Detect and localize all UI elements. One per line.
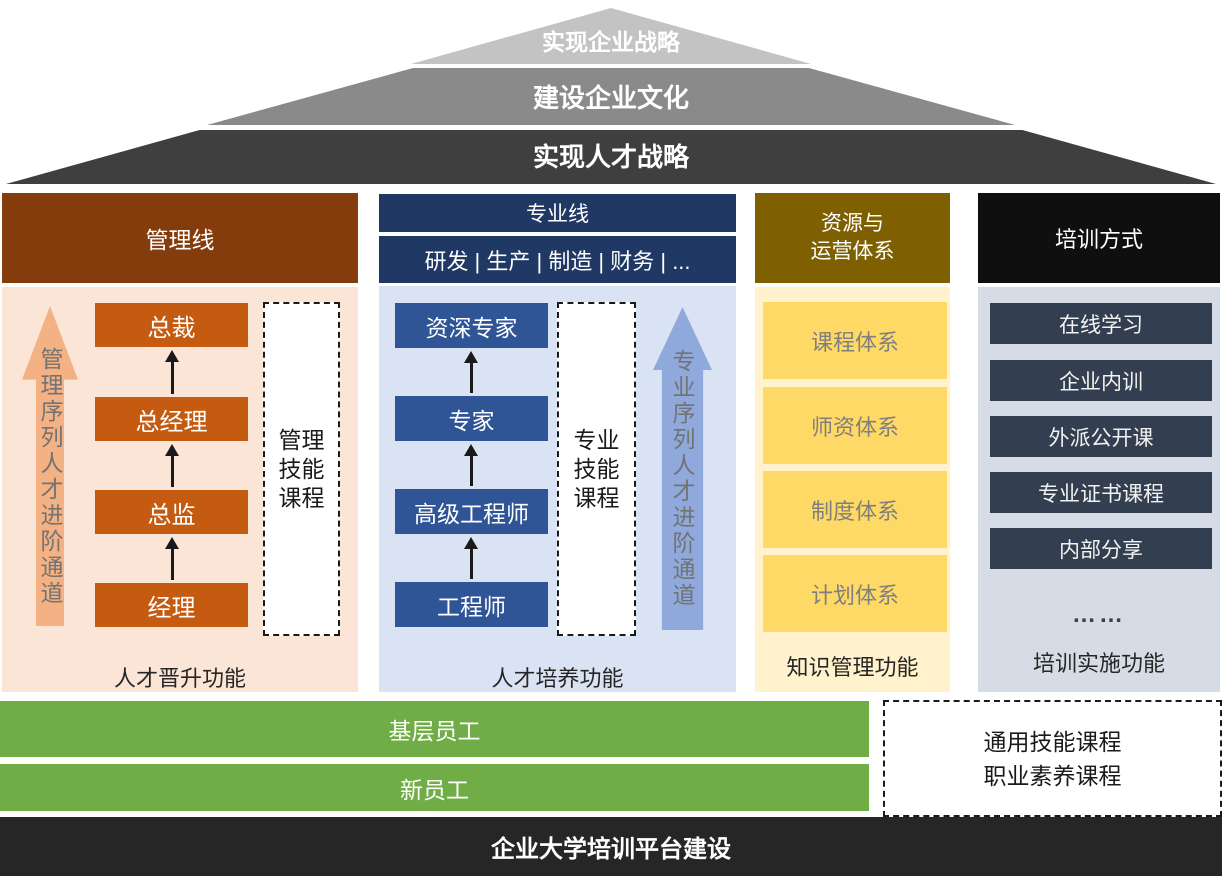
professional-level-box: 工程师 bbox=[395, 582, 548, 627]
professional-column-header: 专业线 bbox=[379, 194, 736, 232]
resources-system-box: 师资体系 bbox=[763, 387, 947, 464]
up-arrow-connector bbox=[165, 350, 179, 394]
training-method-box: 专业证书课程 bbox=[990, 472, 1212, 513]
management-level-box: 总经理 bbox=[95, 397, 248, 441]
professional-level-box: 高级工程师 bbox=[395, 489, 548, 534]
management-column-header: 管理线 bbox=[2, 193, 358, 283]
general-course-box: 通用技能课程 职业素养课程 bbox=[883, 700, 1222, 817]
training-column-header: 培训方式 bbox=[978, 193, 1220, 283]
training-method-box: 外派公开课 bbox=[990, 416, 1212, 457]
training-method-box: 企业内训 bbox=[990, 360, 1212, 401]
professional-level-box: 专家 bbox=[395, 396, 548, 441]
management-level-box: 经理 bbox=[95, 583, 248, 627]
up-arrow-connector bbox=[464, 537, 478, 579]
professional-skill-course-box: 专业 技能 课程 bbox=[557, 302, 636, 636]
resources-system-box: 计划体系 bbox=[763, 555, 947, 632]
training-method-box: 在线学习 bbox=[990, 303, 1212, 344]
training-more-ellipsis: …… bbox=[1072, 601, 1126, 628]
pyramid-top-label: 实现企业战略 bbox=[542, 29, 680, 55]
pyramid-bottom-label: 实现人才战略 bbox=[532, 142, 689, 172]
up-arrow-connector bbox=[464, 444, 478, 486]
professional-column-footer: 人才培养功能 bbox=[491, 666, 624, 691]
management-level-box: 总监 bbox=[95, 490, 248, 534]
management-column-footer: 人才晋升功能 bbox=[113, 666, 246, 691]
professional-progress-arrow bbox=[653, 307, 712, 630]
resources-system-box: 制度体系 bbox=[763, 471, 947, 548]
platform-bar: 企业大学培训平台建设 bbox=[0, 817, 1222, 876]
pyramid-level-bottom bbox=[6, 130, 1216, 184]
new-employee-bar: 新员工 bbox=[0, 764, 869, 811]
training-column-footer: 培训实施功能 bbox=[1032, 651, 1165, 676]
management-skill-course-box: 管理 技能 课程 bbox=[263, 302, 340, 636]
professional-column-subheader: 研发 | 生产 | 制造 | 财务 | ... bbox=[379, 236, 736, 283]
up-arrow-connector bbox=[165, 444, 179, 487]
up-arrow-connector bbox=[165, 537, 179, 580]
resources-column-header: 资源与 运营体系 bbox=[755, 193, 950, 283]
management-level-box: 总裁 bbox=[95, 303, 248, 347]
up-arrow-connector bbox=[464, 351, 478, 393]
resources-column-footer: 知识管理功能 bbox=[786, 655, 919, 680]
training-method-box: 内部分享 bbox=[990, 528, 1212, 569]
resources-system-box: 课程体系 bbox=[763, 302, 947, 379]
professional-level-box: 资深专家 bbox=[395, 303, 548, 348]
base-employee-bar: 基层员工 bbox=[0, 701, 869, 757]
professional-progress-arrow-label: 专业序列人才进阶通道 bbox=[669, 349, 695, 609]
pyramid-middle-label: 建设企业文化 bbox=[532, 83, 689, 113]
management-progress-arrow-label: 管理序列人才进阶通道 bbox=[37, 347, 63, 607]
